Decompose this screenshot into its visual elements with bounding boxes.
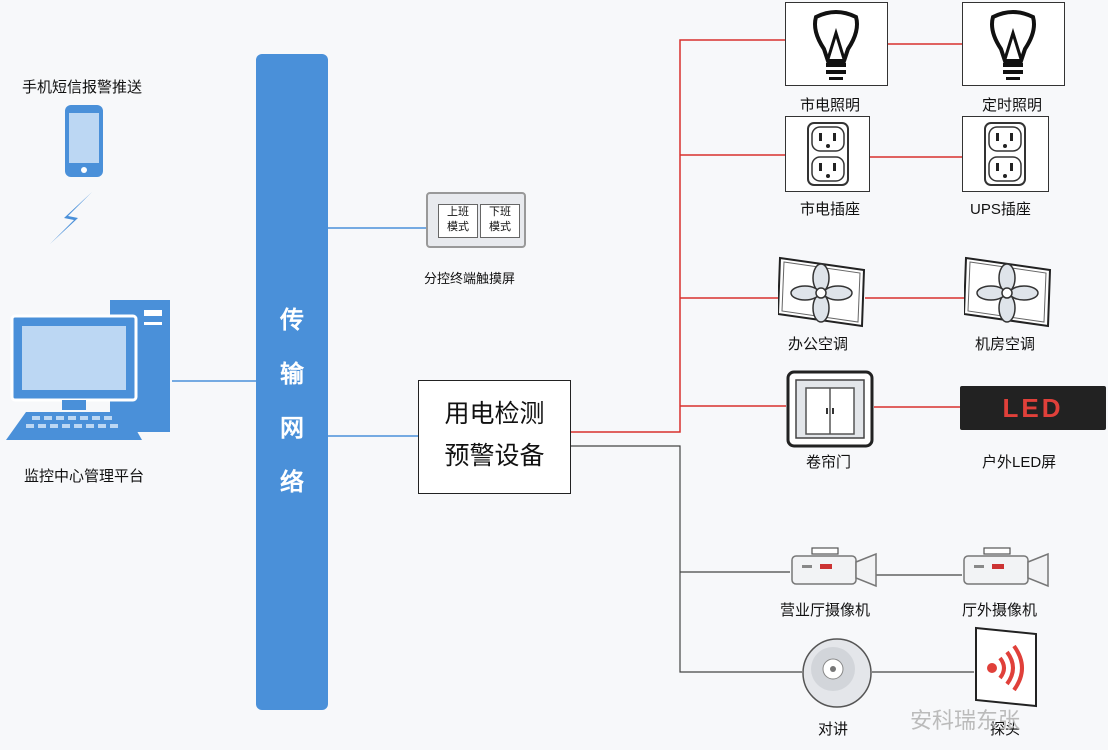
fan-icon <box>964 256 1052 328</box>
city-socket-label: 市电插座 <box>800 201 861 218</box>
key-up-mode: 上班 模式 <box>438 204 478 238</box>
camera-icon <box>963 547 1049 588</box>
shutter-door-icon <box>786 370 874 448</box>
key-down-mode: 下班 模式 <box>480 204 520 238</box>
touch-panel: 上班 模式 下班 模式 <box>426 192 526 248</box>
camera-icon <box>791 547 877 588</box>
phone-label: 手机短信报警推送 <box>22 79 143 96</box>
bulb-icon <box>990 10 1036 80</box>
intercom-icon <box>802 638 872 708</box>
city-light-label: 市电照明 <box>800 97 861 114</box>
probe-icon <box>975 626 1037 708</box>
socket-icon <box>984 122 1026 186</box>
pc-label: 监控中心管理平台 <box>24 468 145 485</box>
watermark: 安科瑞东张 <box>910 708 1021 733</box>
city-light-box <box>785 2 888 86</box>
intercom-label: 对讲 <box>818 721 849 738</box>
socket-icon <box>807 122 849 186</box>
bus-label: 传 输 网 络 <box>280 307 304 496</box>
probe-label: 探头 <box>990 721 1021 738</box>
led-screen: LED <box>960 386 1106 430</box>
shutter-label: 卷帘门 <box>806 454 852 471</box>
timed-light-box <box>962 2 1065 86</box>
outside-camera-label: 厅外摄像机 <box>962 602 1038 619</box>
room-ac-label: 机房空调 <box>975 336 1036 353</box>
hall-camera-label: 营业厅摄像机 <box>780 602 871 619</box>
signal-bolt-icon <box>50 192 92 244</box>
transport-network-bus: 传 输 网 络 <box>256 54 328 710</box>
bulb-icon <box>813 10 859 80</box>
ups-socket-box <box>962 116 1049 192</box>
outdoor-led-label: 户外LED屏 <box>982 454 1057 471</box>
fan-icon <box>778 256 866 328</box>
city-socket-box <box>785 116 870 192</box>
device-line2: 预警设备 <box>444 442 545 470</box>
device-line1: 用电检测 <box>444 400 545 428</box>
power-monitor-device: 用电检测 预警设备 <box>418 380 571 494</box>
timed-light-label: 定时照明 <box>982 97 1043 114</box>
phone-icon <box>65 105 103 177</box>
office-ac-label: 办公空调 <box>788 336 849 353</box>
ups-socket-label: UPS插座 <box>970 201 1031 218</box>
computer-icon <box>6 300 170 440</box>
touch-panel-label: 分控终端触摸屏 <box>424 271 516 286</box>
